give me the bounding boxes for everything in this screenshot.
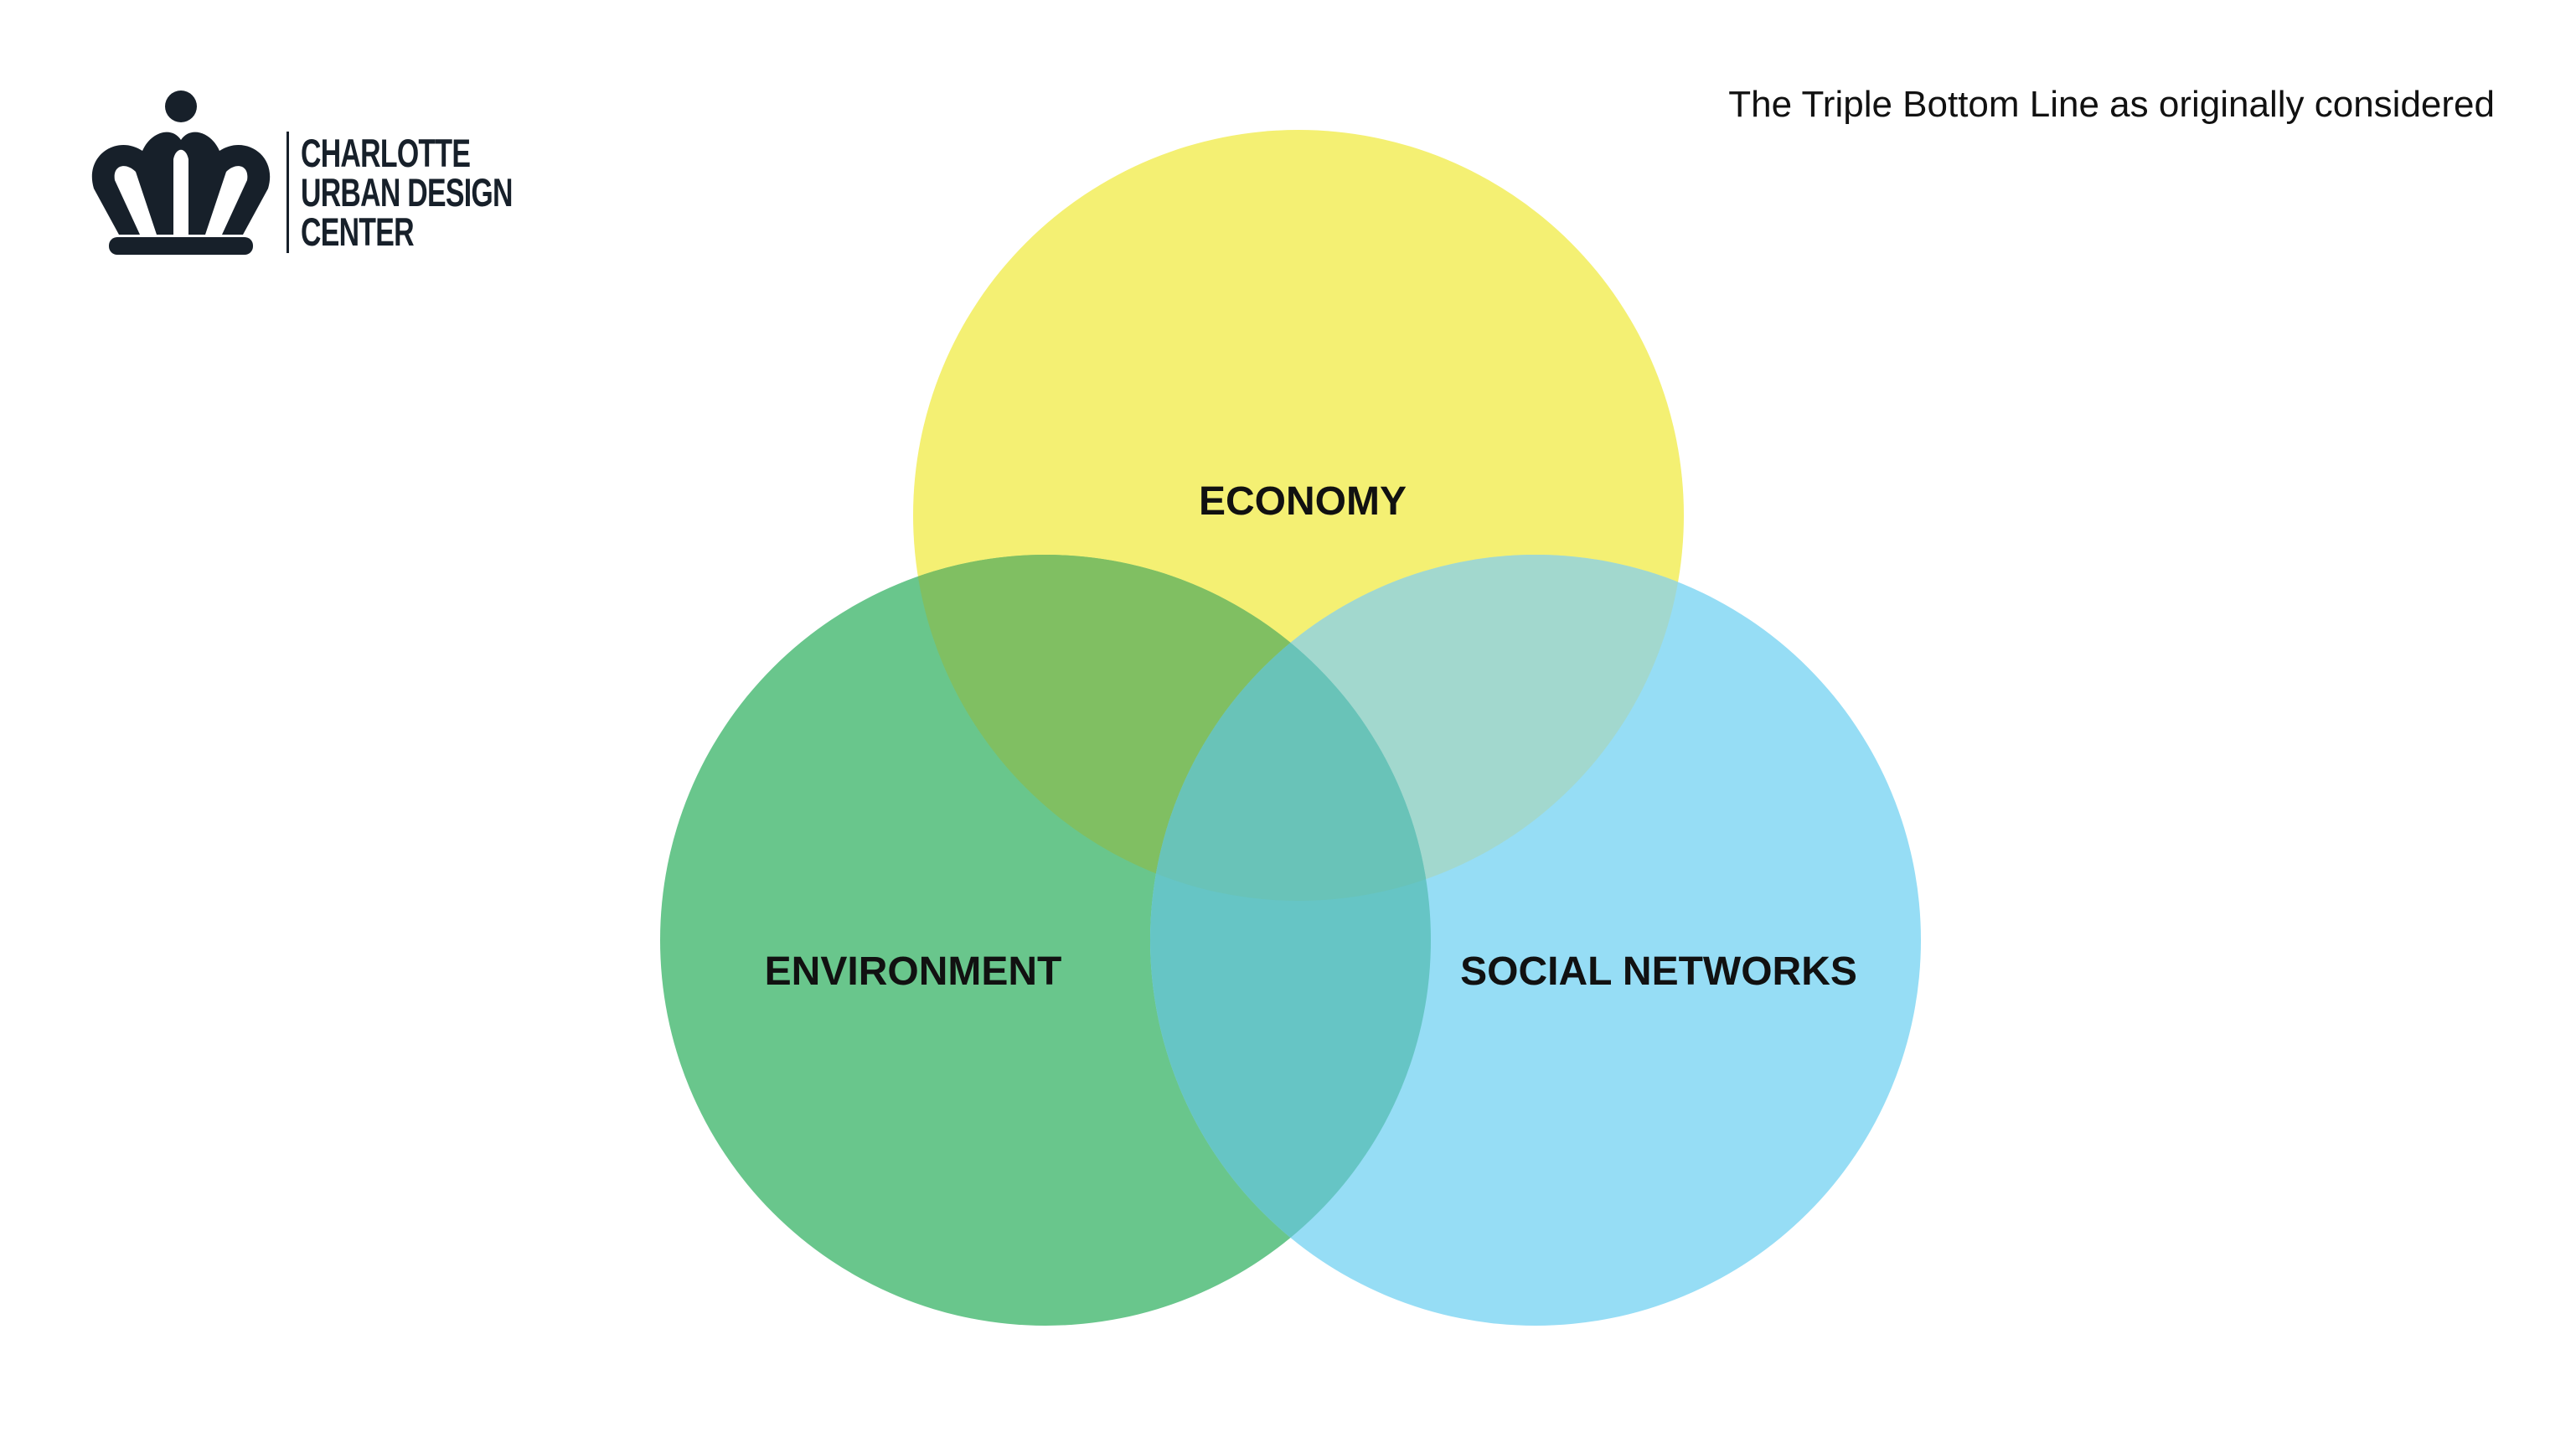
charlotte-urban-design-center-logo: CHARLOTTE URBAN DESIGN CENTER xyxy=(84,88,595,256)
economy-label: ECONOMY xyxy=(1199,479,1407,524)
social-networks-label: SOCIAL NETWORKS xyxy=(1460,949,1857,994)
logo-wordmark: CHARLOTTE URBAN DESIGN CENTER xyxy=(301,133,513,251)
environment-label: ENVIRONMENT xyxy=(765,949,1062,994)
center-overlap xyxy=(1150,555,1431,901)
crown-icon xyxy=(91,90,271,255)
logo-line-3: CENTER xyxy=(301,209,415,254)
logo-line-2: URBAN DESIGN xyxy=(301,169,513,215)
slide-title: The Triple Bottom Line as originally con… xyxy=(1728,84,2495,125)
logo-divider xyxy=(287,131,289,253)
logo-line-1: CHARLOTTE xyxy=(301,130,471,175)
